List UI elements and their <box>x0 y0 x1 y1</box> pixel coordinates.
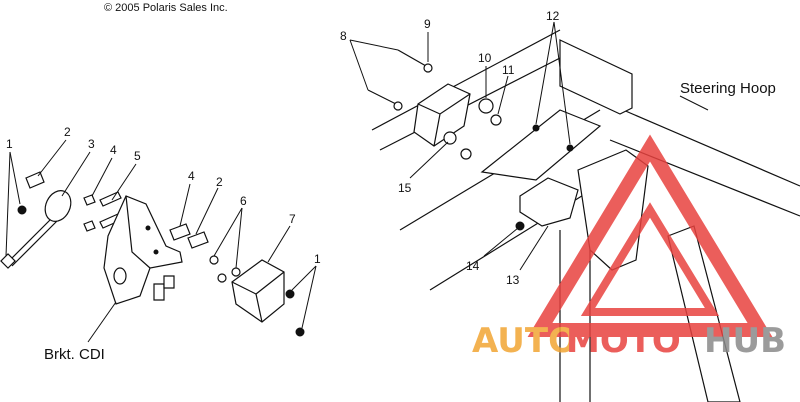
stud-a <box>99 191 122 207</box>
round-plate <box>44 190 72 222</box>
callout-13: 13 <box>506 273 520 287</box>
watermark-hub: HUB <box>704 321 786 361</box>
callout-7: 7 <box>289 212 296 226</box>
bolt-head <box>0 253 16 269</box>
callout-10: 10 <box>478 51 492 65</box>
washer-a <box>209 255 219 265</box>
steering-hoop-label: Steering Hoop <box>680 80 776 97</box>
clip-b <box>169 223 191 241</box>
brkt-cdi-label: Brkt. CDI <box>44 346 105 363</box>
left-leaders <box>5 139 317 343</box>
right-leaders <box>349 21 709 271</box>
cdi-box <box>231 259 285 323</box>
square-washer-a <box>83 194 96 206</box>
callout-1a: 1 <box>6 137 13 151</box>
watermark-triangle-logo <box>527 134 773 337</box>
cdi-bracket-assembly <box>0 171 305 337</box>
callout-2a: 2 <box>64 125 71 139</box>
long-bolt <box>7 211 59 263</box>
bushing-15 <box>443 131 457 145</box>
callout-9: 9 <box>424 17 431 31</box>
callout-4a: 4 <box>110 143 117 157</box>
mounting-plate <box>559 39 633 115</box>
callout-4b: 4 <box>188 169 195 183</box>
nut-11 <box>490 114 502 126</box>
callout-11: 11 <box>502 63 515 77</box>
automotohub-watermark: AUTO MOTO HUB <box>472 134 786 361</box>
callout-numbers: 1 2 3 4 5 4 2 6 7 1 8 9 10 11 12 15 14 1… <box>6 9 560 287</box>
switch-module <box>413 83 471 147</box>
nut-c <box>295 327 305 337</box>
bolt-8-bottom <box>367 89 397 105</box>
watermark-auto: AUTO <box>472 321 577 361</box>
cover-plate-13 <box>519 177 579 227</box>
callout-8: 8 <box>340 29 347 43</box>
bolt-12-b <box>566 144 574 152</box>
callout-6: 6 <box>240 194 247 208</box>
callout-12: 12 <box>546 9 560 23</box>
callout-1b: 1 <box>314 252 321 266</box>
frame-tube-top <box>371 29 561 131</box>
bolt-8-top <box>397 49 427 67</box>
cdi-bracket <box>103 195 183 305</box>
clip-a <box>25 171 45 189</box>
callout-14: 14 <box>466 259 480 273</box>
callout-3: 3 <box>88 137 95 151</box>
nut-a <box>17 205 27 215</box>
steering-hoop-tube <box>599 99 800 187</box>
bolt-12-a <box>532 124 540 132</box>
copyright-text: © 2005 Polaris Sales Inc. <box>104 2 228 14</box>
nut-b <box>285 289 295 299</box>
callout-2b: 2 <box>216 175 223 189</box>
watermark-moto: MOTO <box>566 321 681 361</box>
callout-15: 15 <box>398 181 412 195</box>
washer-10 <box>478 98 494 114</box>
callout-5: 5 <box>134 149 141 163</box>
washer-9 <box>423 63 433 73</box>
